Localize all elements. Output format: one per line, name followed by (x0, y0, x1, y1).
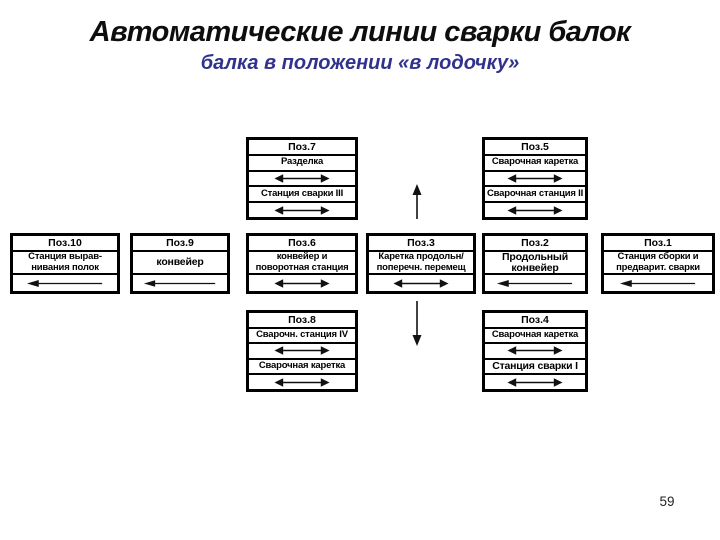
box-label: Станция вырав- нивания полок (13, 250, 117, 273)
box-label: Сварочная станция II (485, 185, 585, 201)
box-arrow-row (485, 373, 585, 389)
box-label: Продольный конвейер (485, 250, 585, 273)
box-arrow-row (485, 169, 585, 186)
station-box-pos2: Поз.2 Продольный конвейер (482, 233, 588, 294)
box-label: конвейер и поворотная станция (249, 250, 355, 273)
box-arrow-row (249, 373, 355, 389)
up-arrow-icon (412, 184, 422, 219)
box-label: Сварочн. станция IV (249, 326, 355, 343)
slide-title: Автоматические линии сварки балок (89, 16, 631, 48)
left-arrow-icon (27, 278, 103, 289)
double-arrow-icon (274, 205, 330, 216)
box-label: Сварочная каретка (485, 153, 585, 170)
double-arrow-icon (507, 377, 563, 388)
box-title: Поз.8 (288, 313, 316, 326)
box-title: Поз.5 (521, 140, 549, 153)
double-arrow-icon (507, 173, 563, 184)
station-box-pos9: Поз.9 конвейер (130, 233, 230, 294)
box-title: Поз.6 (288, 237, 316, 249)
box-arrow-row (485, 273, 585, 291)
box-label: Сварочная каретка (485, 326, 585, 343)
box-title: Поз.2 (521, 237, 549, 249)
slide-subtitle: балка в положении «в лодочку» (200, 52, 520, 74)
station-box-pos4: Поз.4 Сварочная каретка Станция сварки I (482, 310, 588, 392)
box-label: Сварочная каретка (249, 357, 355, 374)
left-arrow-icon (497, 278, 573, 289)
box-label: конвейер (133, 250, 227, 273)
down-arrow-icon (412, 301, 422, 346)
box-title: Поз.10 (48, 237, 82, 249)
box-title: Поз.7 (288, 140, 316, 153)
double-arrow-icon (274, 173, 330, 184)
station-box-pos7: Поз.7 Разделка Станция сварки III (246, 137, 358, 220)
box-title: Поз.9 (166, 237, 194, 249)
left-arrow-icon (144, 278, 216, 289)
box-label: Каретка продольн/ поперечн. перемещ (369, 250, 473, 273)
double-arrow-icon (274, 345, 330, 356)
box-label: Разделка (249, 153, 355, 170)
double-arrow-icon (274, 278, 330, 289)
box-arrow-row (13, 273, 117, 291)
box-title: Поз.3 (407, 237, 435, 249)
box-title: Поз.1 (644, 237, 672, 249)
page-number: 59 (659, 494, 675, 509)
box-arrow-row (369, 273, 473, 291)
station-box-pos6: Поз.6 конвейер и поворотная станция (246, 233, 358, 294)
station-box-pos3: Поз.3 Каретка продольн/ поперечн. переме… (366, 233, 476, 294)
double-arrow-icon (274, 377, 330, 388)
box-arrow-row (604, 273, 712, 291)
double-arrow-icon (393, 278, 449, 289)
box-label: Станция сварки III (249, 185, 355, 201)
box-arrow-row (249, 169, 355, 186)
box-arrow-row (249, 201, 355, 217)
box-arrow-row (485, 201, 585, 217)
left-arrow-icon (620, 278, 696, 289)
box-arrow-row (249, 342, 355, 358)
station-box-pos1: Поз.1 Станция сборки и предварит. сварки (601, 233, 715, 294)
double-arrow-icon (507, 345, 563, 356)
box-label: Станция сборки и предварит. сварки (604, 250, 712, 273)
station-box-pos5: Поз.5 Сварочная каретка Сварочная станци… (482, 137, 588, 220)
station-box-pos8: Поз.8 Сварочн. станция IV Сварочная каре… (246, 310, 358, 392)
box-arrow-row (133, 273, 227, 291)
box-arrow-row (485, 342, 585, 358)
box-title: Поз.4 (521, 313, 549, 326)
station-box-pos10: Поз.10 Станция вырав- нивания полок (10, 233, 120, 294)
double-arrow-icon (507, 205, 563, 216)
box-arrow-row (249, 273, 355, 291)
box-label: Станция сварки I (485, 357, 585, 374)
